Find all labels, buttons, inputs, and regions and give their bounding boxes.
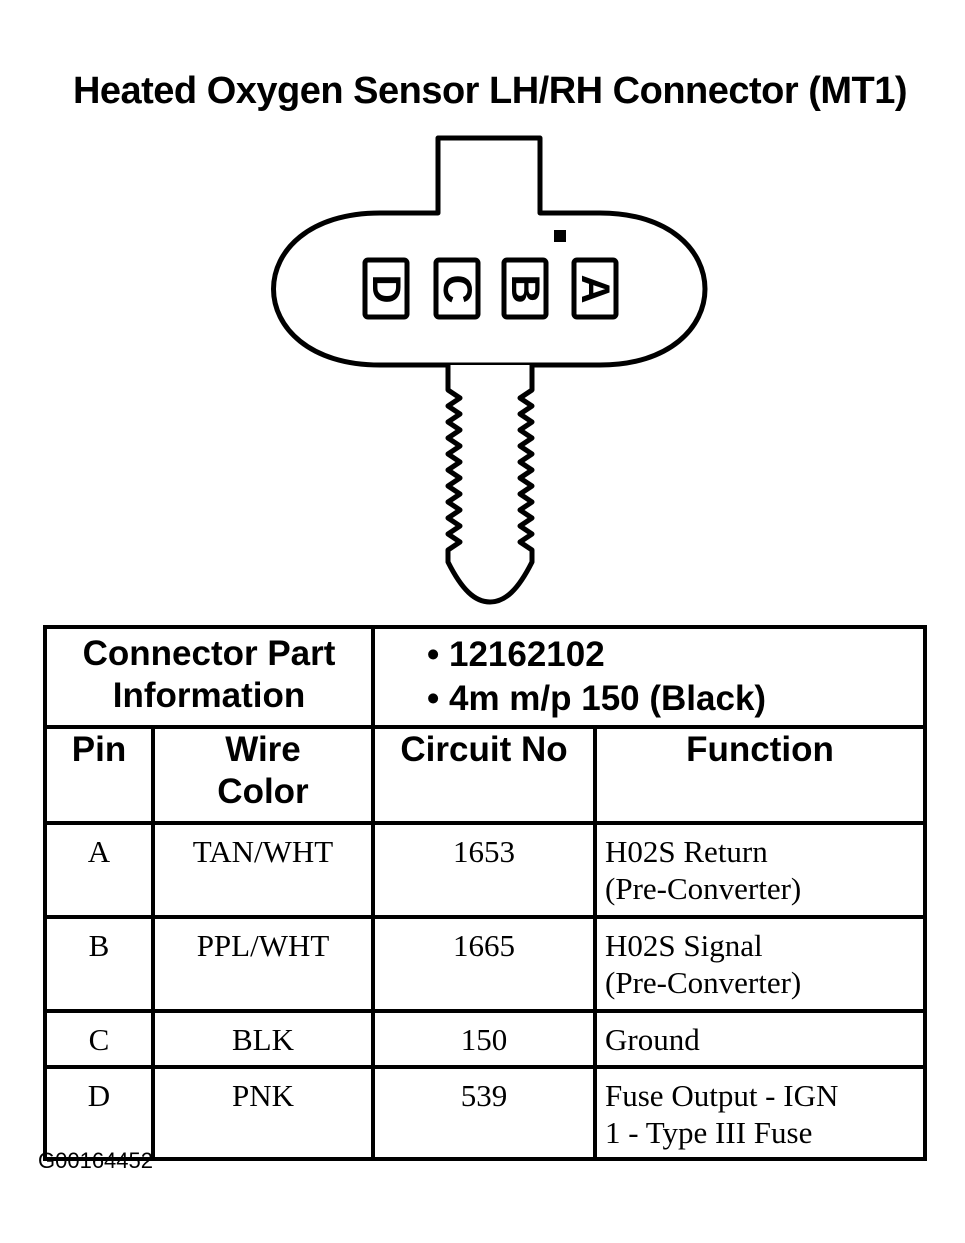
function-line1: Ground xyxy=(605,1022,700,1057)
function-line2: (Pre-Converter) xyxy=(605,871,802,906)
circuit-no-cell: 1665 xyxy=(371,915,597,1013)
pin-box-d xyxy=(362,257,410,320)
pin-cell: B xyxy=(43,915,155,1013)
header-circuit-no: Circuit No xyxy=(371,725,597,825)
pin-cell: C xyxy=(43,1009,155,1069)
pin-box-c xyxy=(433,257,481,320)
function-line2: (Pre-Converter) xyxy=(605,965,802,1000)
part-info-label-line1: Connector Part xyxy=(82,634,336,673)
circuit-no-cell: 150 xyxy=(371,1009,597,1069)
circuit-no-cell: 1653 xyxy=(371,821,597,919)
function-line2: 1 - Type III Fuse xyxy=(605,1115,813,1150)
table-row: B PPL/WHT 1665 H02S Signal (Pre-Converte… xyxy=(43,915,927,1013)
header-wire-color: Wire Color xyxy=(151,725,375,825)
connector-pin-table: Connector Part Information • 12162102 • … xyxy=(43,625,927,1161)
pin-label-c: C xyxy=(435,275,479,304)
part-info-row: Connector Part Information • 12162102 • … xyxy=(43,625,927,729)
column-header-row: Pin Wire Color Circuit No Function xyxy=(43,725,927,825)
header-wire-color-line2: Color xyxy=(217,772,309,811)
connector-body xyxy=(271,135,708,368)
header-pin: Pin xyxy=(43,725,155,825)
function-cell: Fuse Output - IGN 1 - Type III Fuse xyxy=(593,1065,927,1161)
function-line1: Fuse Output - IGN xyxy=(605,1078,839,1113)
pin-box-b xyxy=(501,257,549,320)
part-info-values: • 12162102 • 4m m/p 150 (Black) xyxy=(371,625,927,729)
part-number: • 12162102 xyxy=(427,635,605,674)
wire-pigtail xyxy=(445,365,535,605)
header-function: Function xyxy=(593,725,927,825)
diagram-title: Heated Oxygen Sensor LH/RH Connector (MT… xyxy=(72,70,908,112)
pin-label-d: D xyxy=(364,275,408,304)
table-row: A TAN/WHT 1653 H02S Return (Pre-Converte… xyxy=(43,821,927,919)
function-cell: H02S Return (Pre-Converter) xyxy=(593,821,927,919)
circuit-no-cell: 539 xyxy=(371,1065,597,1161)
diagram-id: G00164452 xyxy=(38,1148,153,1173)
wire-color-cell: PNK xyxy=(151,1065,375,1161)
pin-cell: A xyxy=(43,821,155,919)
table-row: D PNK 539 Fuse Output - IGN 1 - Type III… xyxy=(43,1065,927,1161)
pin-a-indicator-dot xyxy=(554,230,566,242)
pin-label-b: B xyxy=(503,275,547,304)
wire-color-cell: TAN/WHT xyxy=(151,821,375,919)
table-row: C BLK 150 Ground xyxy=(43,1009,927,1069)
pin-cell: D xyxy=(43,1065,155,1161)
wire-color-cell: PPL/WHT xyxy=(151,915,375,1013)
pin-box-a xyxy=(571,257,619,320)
part-info-label-line2: Information xyxy=(112,676,306,715)
function-line1: H02S Signal xyxy=(605,928,763,963)
connector-drawing: D C B A xyxy=(271,135,708,605)
function-cell: Ground xyxy=(593,1009,927,1069)
wire-color-cell: BLK xyxy=(151,1009,375,1069)
part-info-label: Connector Part Information xyxy=(43,625,375,729)
pin-label-a: A xyxy=(573,275,617,304)
header-wire-color-line1: Wire xyxy=(225,730,301,769)
part-description: • 4m m/p 150 (Black) xyxy=(427,679,767,718)
function-line1: H02S Return xyxy=(605,834,768,869)
function-cell: H02S Signal (Pre-Converter) xyxy=(593,915,927,1013)
